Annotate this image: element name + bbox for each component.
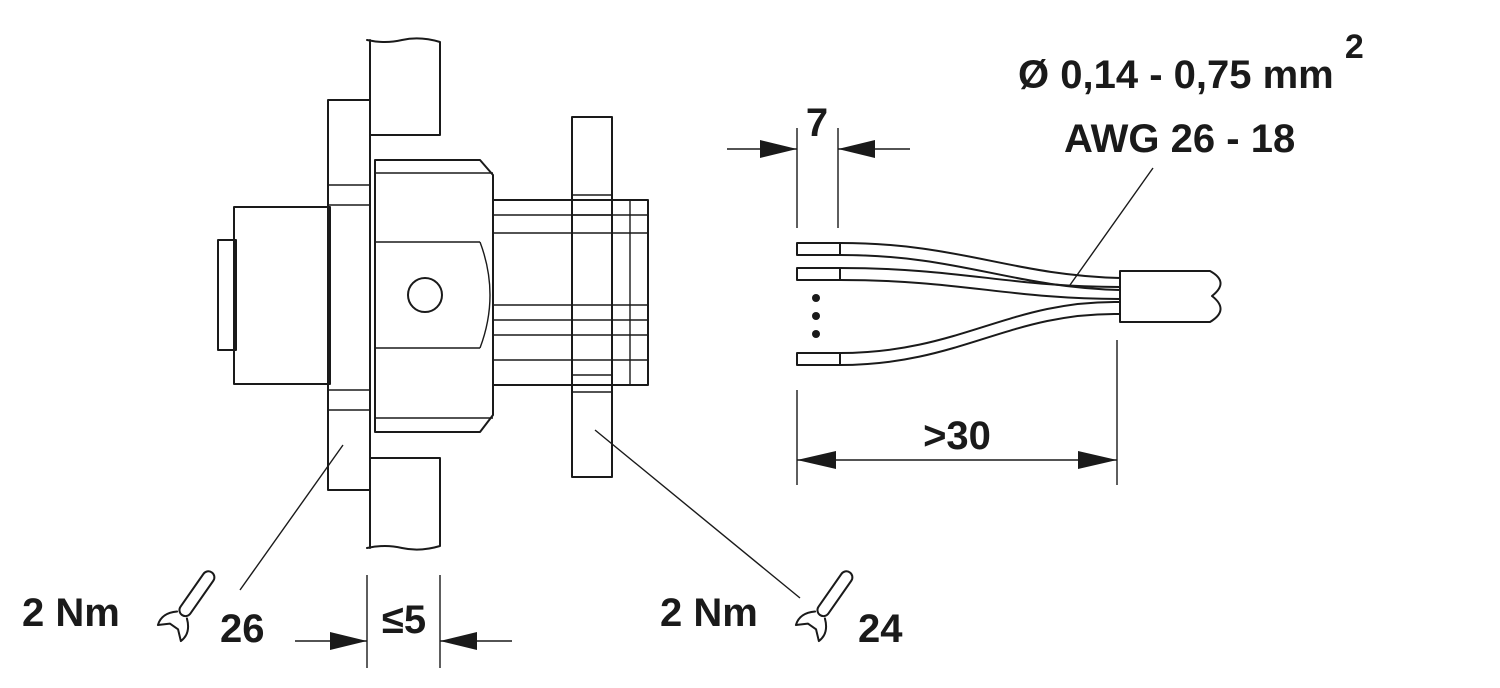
cross-section-exponent: 2	[1345, 28, 1364, 66]
connector-rear-body	[233, 206, 331, 385]
hex-body	[374, 159, 494, 433]
hex-body-hole	[407, 277, 443, 313]
cross-section-value: Ø 0,14 - 0,75 mm	[1018, 53, 1334, 97]
wire-ellipsis-dot	[812, 294, 820, 302]
front-flange-nut	[327, 99, 371, 491]
cable-drawing	[796, 242, 1222, 366]
wire-1-stripped-end	[796, 242, 841, 256]
wire-3	[839, 300, 1121, 366]
torque-callout-right: 2 Nm 24	[594, 429, 903, 651]
awg-range-label: AWG 26 - 18	[1064, 117, 1295, 161]
connector-rear-cap	[217, 239, 237, 351]
wire-2	[839, 267, 1121, 300]
cross-section-label: Ø 0,14 - 0,75 mm 2	[1018, 28, 1364, 97]
panel-thickness-dimension: ≤5	[295, 575, 512, 668]
connector-drawing	[217, 37, 649, 551]
wire-ellipsis-dot	[812, 330, 820, 338]
threaded-sleeve	[492, 199, 649, 386]
wire-3-stripped-end	[796, 352, 841, 366]
wire-ellipsis-dot	[812, 312, 820, 320]
wire-1	[839, 242, 1121, 291]
conductor-length-dimension: >30	[796, 340, 1118, 485]
wire-2-stripped-end	[796, 267, 841, 281]
cross-section-callout: Ø 0,14 - 0,75 mm 2 AWG 26 - 18	[1018, 28, 1364, 286]
torque-callout-left: 2 Nm 26	[22, 444, 344, 651]
torque-right-label: 2 Nm	[660, 591, 758, 635]
cable-jacket	[1119, 270, 1222, 323]
conductor-length-label: >30	[923, 414, 991, 458]
torque-left-label: 2 Nm	[22, 591, 120, 635]
panel-thickness-label: ≤5	[382, 598, 426, 642]
wrench-size-left: 26	[220, 607, 265, 651]
strip-length-label: 7	[806, 101, 828, 145]
wrench-icon	[794, 570, 854, 643]
wrench-icon	[156, 570, 216, 643]
mounting-panel	[366, 37, 441, 136]
strip-length-dimension: 7	[727, 101, 910, 228]
rear-lock-nut	[571, 116, 613, 478]
mounting-panel-lower	[366, 457, 441, 551]
wrench-size-right: 24	[858, 607, 903, 651]
